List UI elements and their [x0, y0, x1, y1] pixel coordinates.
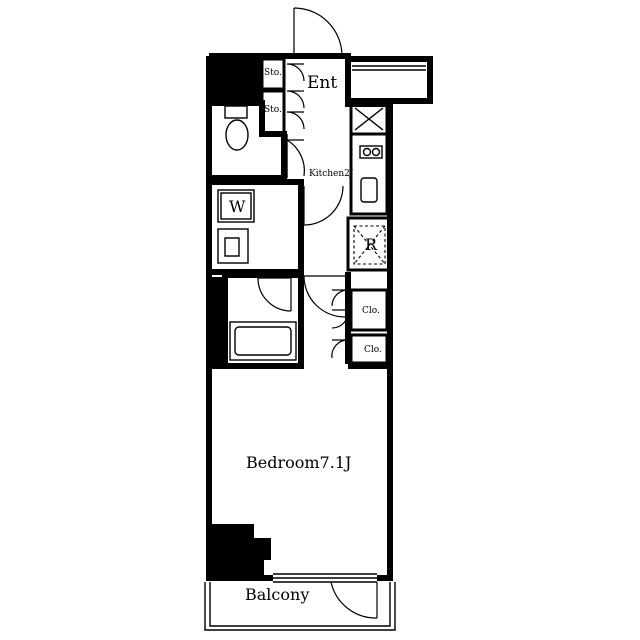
entrance-label: Ent [307, 73, 337, 93]
bathroom-door[interactable] [257, 277, 292, 312]
balcony-railing [204, 582, 396, 631]
hall-door[interactable] [303, 275, 346, 318]
stove-icon [359, 145, 383, 159]
toilet-room [209, 100, 287, 181]
bedroom-label: Bedroom7.1J [246, 453, 351, 472]
washroom-door[interactable] [303, 185, 344, 226]
storage-label-1: Sto. [264, 68, 282, 78]
closet-doors[interactable] [331, 289, 349, 359]
washer-icon [217, 189, 255, 223]
balcony-label: Balcony [245, 585, 309, 604]
washbasin-icon [217, 228, 249, 264]
kitchen-counter [349, 102, 389, 216]
closet-label-1: Clo. [362, 306, 380, 316]
storage-label-2: Sto. [264, 105, 282, 115]
refrigerator-space [346, 216, 392, 272]
pipe-shaft-top [209, 59, 261, 101]
bathroom [209, 272, 304, 369]
closets [345, 272, 390, 369]
storage-doors[interactable] [286, 63, 305, 130]
sink-icon [360, 177, 378, 203]
balcony-window[interactable] [273, 572, 377, 583]
column-left [210, 277, 222, 363]
washer-label: W [229, 197, 246, 216]
entrance-door[interactable] [287, 7, 348, 57]
refrigerator-label: R [365, 235, 378, 254]
bathtub-icon [229, 321, 297, 361]
exterior-storage [345, 56, 433, 104]
column-bottom-left [209, 524, 271, 575]
toilet-door[interactable] [286, 134, 305, 178]
closet-label-2: Clo. [364, 345, 382, 355]
balcony-door[interactable] [330, 581, 378, 619]
toilet-icon [224, 105, 249, 151]
kitchen-label: Kitchen2J [309, 169, 354, 179]
